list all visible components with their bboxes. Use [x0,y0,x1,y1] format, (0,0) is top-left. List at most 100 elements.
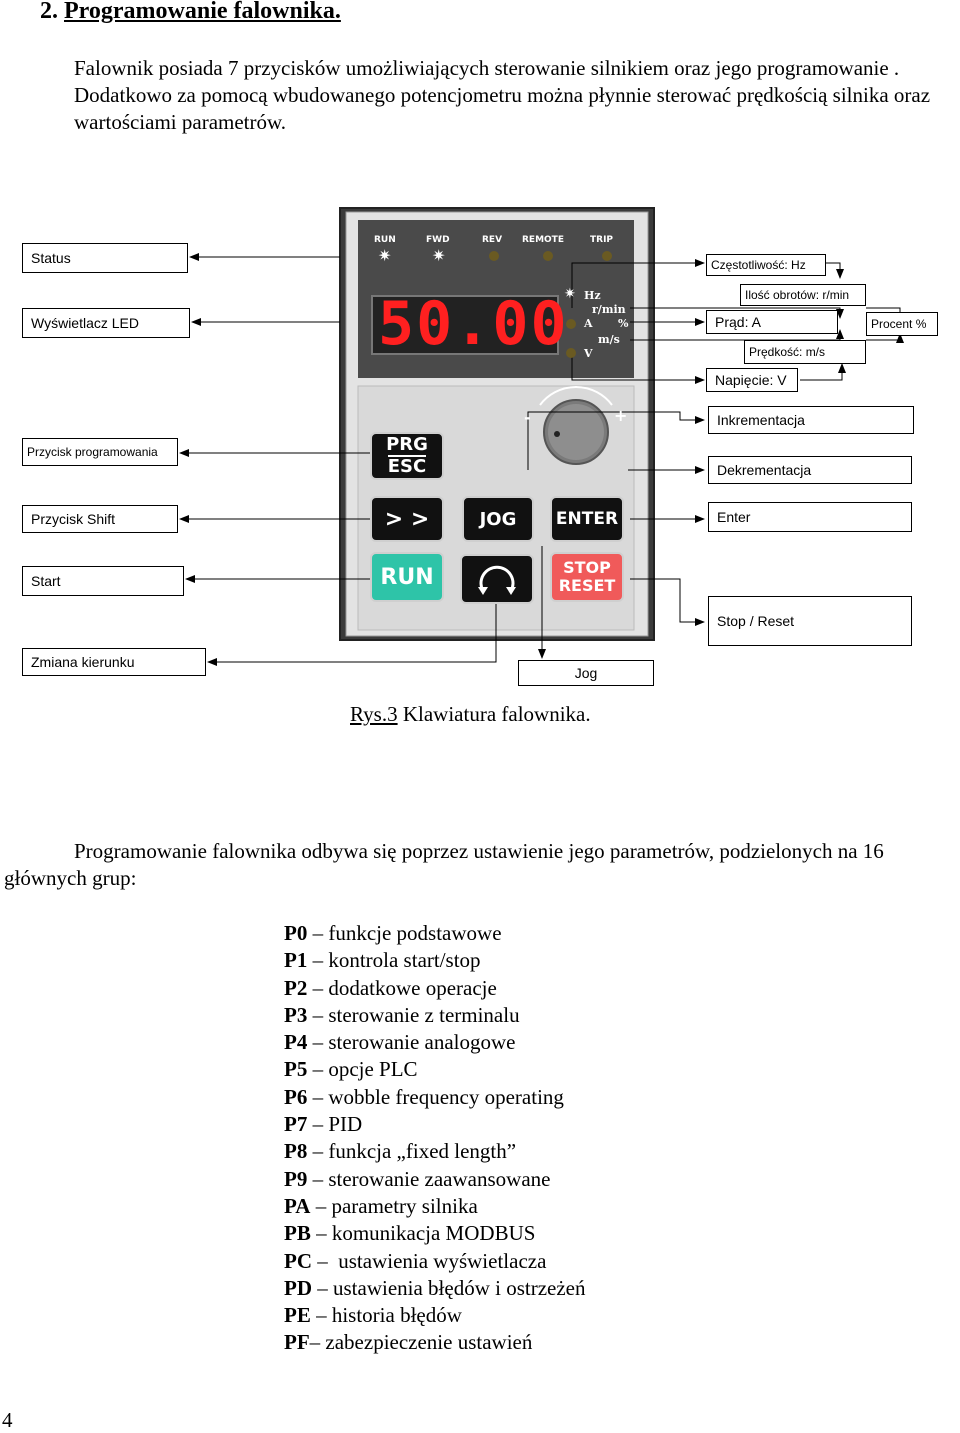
parameter-group-code: PF [284,1330,310,1355]
parameter-group-separator: – [307,1084,329,1109]
indicator-remote-light-icon [543,251,553,261]
label-frequency: Częstotliwość: Hz [706,254,826,276]
parameter-group-code: P3 [284,1002,308,1027]
parameter-group-description: dodatkowe operacje [328,975,497,1000]
prg-key-label: PRG [386,434,428,455]
groups-intro-text: Programowanie falownika odbywa się poprz… [4,839,884,890]
stop-reset-key[interactable]: STOP RESET [550,552,624,602]
parameter-group-code: P9 [284,1166,308,1191]
parameter-group-separator: – [310,1193,332,1218]
parameter-group-separator: – [307,975,329,1000]
figure-caption: Rys.3 Klawiatura falownika. [350,702,591,727]
parameter-group-separator: – [307,1166,329,1191]
parameter-group-item: P8 – funkcja „fixed length” [284,1138,586,1165]
label-shift-button: Przycisk Shift [22,505,178,533]
indicator-trip-label: TRIP [590,235,614,245]
pot-minus: - [524,408,531,427]
led-display-value: 50.00 [378,289,569,359]
parameter-group-item: PF– zabezpieczenie ustawień [284,1329,586,1356]
parameter-group-description: wobble frequency operating [328,1084,564,1109]
parameter-group-item: P1 – kontrola start/stop [284,947,586,974]
pot-plus: + [614,406,628,425]
intro-text: Falownik posiada 7 przycisków umożliwiaj… [4,55,944,136]
direction-key[interactable] [460,554,534,604]
jog-key[interactable]: JOG [462,496,534,542]
label-voltage: Napięcie: V [706,368,798,392]
parameter-group-code: P6 [284,1084,308,1109]
parameter-group-code: P5 [284,1057,308,1082]
parameter-group-code: PE [284,1303,311,1328]
parameter-group-separator: – [307,1030,329,1055]
led-window [371,295,559,355]
label-direction-change: Zmiana kierunku [22,648,206,676]
parameter-group-description: funkcja „fixed length” [328,1139,517,1164]
parameter-group-description: sterowanie zaawansowane [328,1166,551,1191]
parameter-group-code: P2 [284,975,308,1000]
label-increment: Inkrementacja [708,406,914,434]
parameter-group-code: PC [284,1248,312,1273]
indicator-fwd-light-icon: ✷ [432,248,446,265]
parameter-group-separator: – [307,1112,329,1137]
parameter-group-code: P0 [284,921,308,945]
indicator-run-label: RUN [374,235,396,245]
parameter-group-item: P5 – opcje PLC [284,1056,586,1083]
parameter-group-separator: – [307,1002,329,1027]
esc-key-label: ESC [387,455,427,477]
parameter-group-code: PA [284,1193,311,1218]
parameter-group-item: PC – ustawienia wyświetlacza [284,1248,586,1275]
parameter-group-description: sterowanie analogowe [328,1030,516,1055]
unit-v: V [584,347,593,360]
parameter-group-description: PID [328,1112,363,1137]
run-key[interactable]: RUN [370,552,444,602]
parameter-group-description: sterowanie z terminalu [328,1002,520,1027]
parameter-group-separator: – [310,1303,332,1328]
label-current: Prąd: A [706,310,838,334]
section-heading: 2. Programowanie falownika. [40,0,341,25]
parameter-group-code: P7 [284,1112,308,1137]
section-title: Programowanie falownika. [64,0,341,24]
parameter-group-item: P7 – PID [284,1111,586,1138]
label-jog: Jog [518,660,654,686]
unit-a: A [584,317,593,330]
section-number: 2. [40,0,58,24]
parameter-group-code: P4 [284,1030,308,1055]
shift-key[interactable]: > > [370,496,444,542]
parameter-group-item: PB – komunikacja MODBUS [284,1220,586,1247]
parameter-group-separator: – [309,1330,326,1355]
parameter-group-item: PA – parametry silnika [284,1193,586,1220]
parameter-group-description: parametry silnika [331,1193,478,1218]
parameter-group-description: historia błędów [331,1303,462,1328]
parameter-group-description: komunikacja MODBUS [331,1221,536,1246]
parameter-group-code: P1 [284,948,308,973]
parameter-group-item: P0 – funkcje podstawowe [284,920,586,947]
parameter-group-separator: – [307,921,329,945]
caption-text: Klawiatura falownika. [397,702,591,726]
indicator-run-light-icon: ✷ [378,248,392,265]
parameter-group-item: PE – historia błędów [284,1302,586,1329]
intro-paragraph: Falownik posiada 7 przycisków umożliwiaj… [4,55,944,136]
enter-key[interactable]: ENTER [550,496,624,542]
page-number: 4 [2,1408,13,1432]
parameter-group-code: PB [284,1221,311,1246]
label-stop-reset: Stop / Reset [708,596,912,646]
indicator-remote-label: REMOTE [522,235,564,245]
prg-esc-key[interactable]: PRG ESC [370,432,444,480]
keypad-figure: RUN FWD REV REMOTE TRIP ✷ ✷ 50.00 ✷ Hz r… [0,200,960,700]
label-percent: Procent % [866,312,938,336]
parameter-group-separator: – [312,1275,333,1300]
parameter-group-separator: – [307,1057,329,1082]
label-decrement: Dekrementacja [708,456,912,484]
parameter-group-separator: – [307,948,329,973]
caption-prefix: Rys.3 [350,702,398,726]
unit-v-light-icon [566,348,576,358]
parameter-group-description: ustawienia wyświetlacza [338,1248,547,1273]
parameter-group-separator: – [312,1248,339,1273]
unit-ms: m/s [598,333,620,346]
unit-hz-light-icon: ✷ [564,287,576,302]
parameter-group-separator: – [310,1221,332,1246]
parameter-group-description: ustawienia błędów i ostrzeżeń [333,1275,586,1300]
parameter-group-item: PD – ustawienia błędów i ostrzeżeń [284,1275,586,1302]
unit-rmin: r/min [592,303,626,316]
label-rpm: Ilość obrotów: r/min [740,284,866,306]
